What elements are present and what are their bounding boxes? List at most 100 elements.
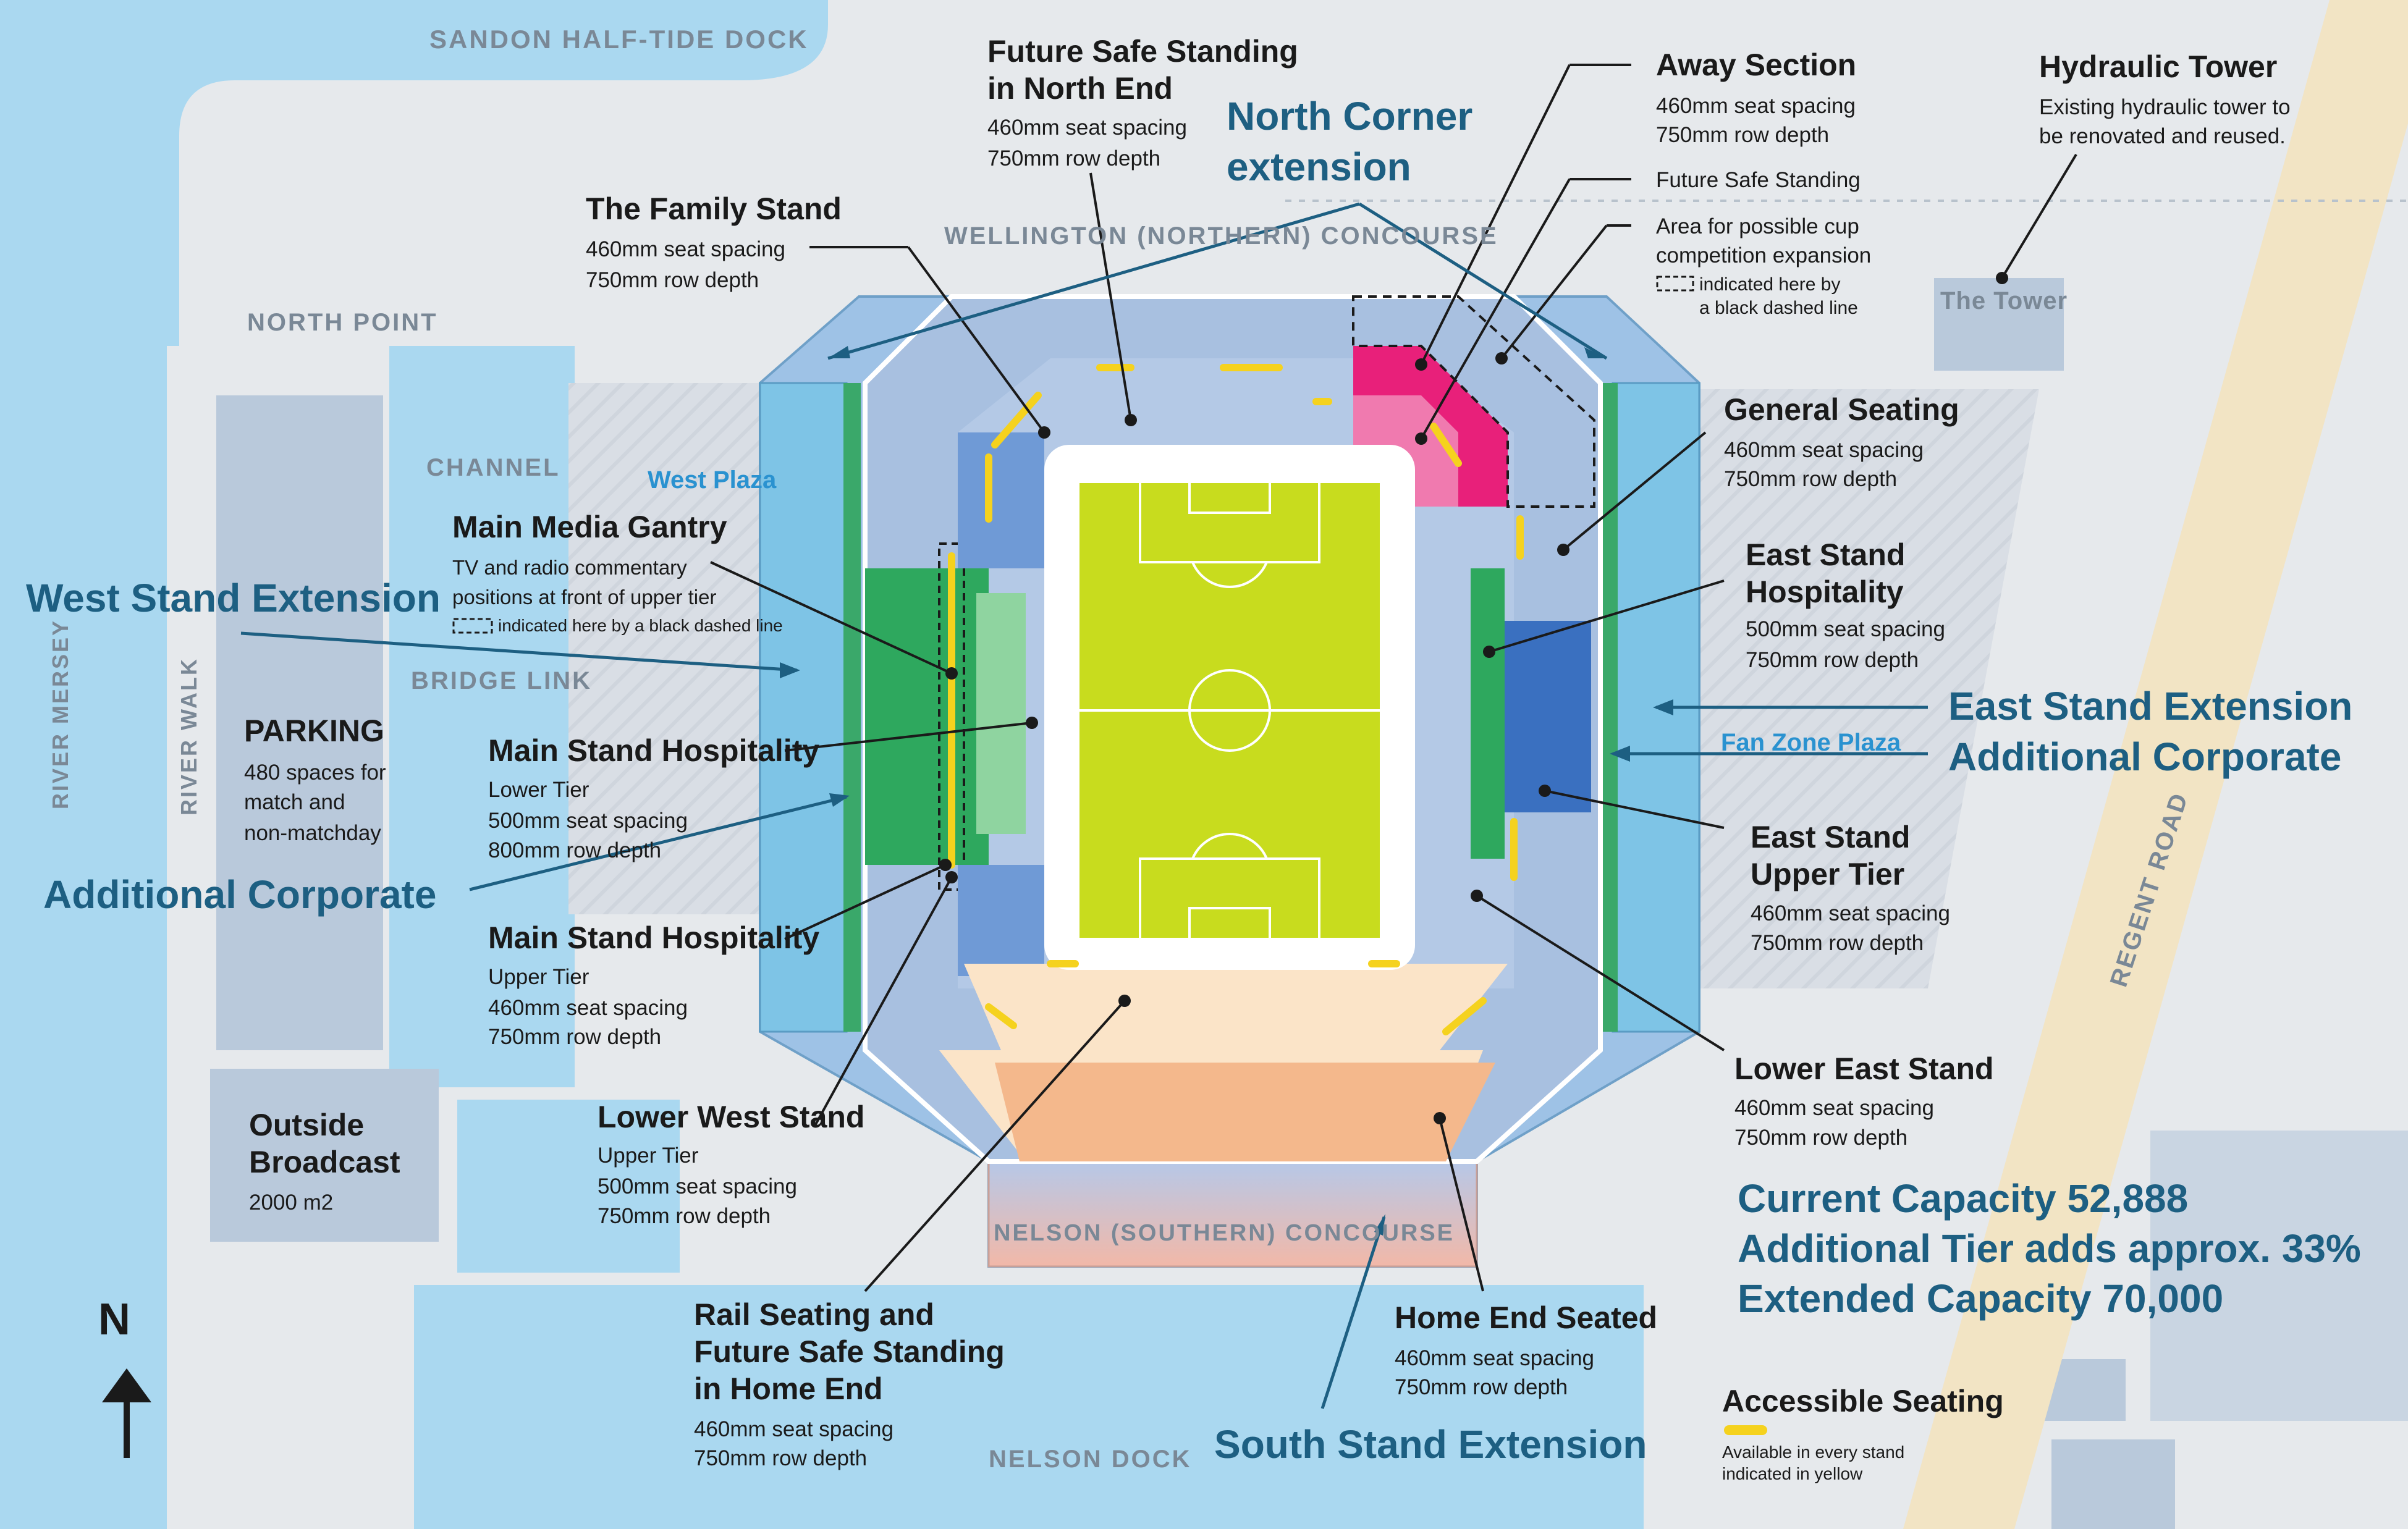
overlay-additional-corporate-west: Additional Corporate [43,872,436,917]
svg-text:750mm row depth: 750mm row depth [1724,467,1897,491]
svg-text:2000 m2: 2000 m2 [249,1190,333,1215]
overlay-south-extension: South Stand Extension [1214,1422,1647,1467]
callout-east-upper: East Stand Upper Tier 460mm seat spacing… [1751,820,1950,955]
north-arrow: N [98,1295,151,1458]
label-wellington: WELLINGTON (NORTHERN) CONCOURSE [944,222,1498,250]
svg-text:The Family Stand: The Family Stand [586,192,842,226]
svg-text:indicated in yellow: indicated in yellow [1722,1464,1863,1483]
river-mersey-water [0,0,167,1529]
overlay-additional-corporate-east: Additional Corporate [1948,735,2341,779]
label-river-mersey: RIVER MERSEY [48,619,73,809]
media-gantry-dashed [938,542,965,891]
svg-text:Upper Tier: Upper Tier [1751,857,1904,891]
svg-text:Hydraulic Tower: Hydraulic Tower [2039,49,2277,84]
svg-text:750mm row depth: 750mm row depth [1656,123,1829,147]
nw-block [958,432,1044,568]
west-corporate-strip [843,383,861,1032]
east-corporate-strip [1600,383,1618,1032]
svg-text:Lower West Stand: Lower West Stand [598,1100,864,1134]
label-north-point: NORTH POINT [247,309,438,336]
svg-text:Future Safe Standing: Future Safe Standing [987,34,1298,69]
svg-text:Rail Seating and: Rail Seating and [694,1297,934,1332]
svg-text:750mm row depth: 750mm row depth [1751,931,1924,955]
callout-parking: PARKING 480 spaces for match and non-mat… [244,714,386,845]
parking-block [216,395,383,1050]
callout-outside-broadcast: Outside Broadcast 2000 m2 [249,1108,400,1215]
svg-text:750mm row depth: 750mm row depth [488,1025,661,1049]
svg-text:480 spaces for: 480 spaces for [244,760,386,785]
svg-text:Broadcast: Broadcast [249,1145,400,1179]
svg-text:Hospitality: Hospitality [1746,575,1904,609]
svg-text:East Stand: East Stand [1746,537,1905,572]
svg-text:Available in every stand: Available in every stand [1722,1443,1904,1462]
overlay-labels: North Corner extension West Stand Extens… [26,94,2361,1467]
label-nelson-concourse: NELSON (SOUTHERN) CONCOURSE [994,1220,1455,1246]
svg-text:Main Stand Hospitality: Main Stand Hospitality [488,920,819,955]
svg-text:Lower Tier: Lower Tier [488,778,589,802]
svg-text:750mm row depth: 750mm row depth [586,268,759,292]
svg-text:in Home End: in Home End [694,1371,883,1406]
label-west-plaza: West Plaza [648,466,777,494]
svg-text:460mm seat spacing: 460mm seat spacing [694,1417,893,1441]
callout-home-end: Home End Seated 460mm seat spacing 750mm… [1395,1300,1657,1399]
media-gantry-area [976,593,1026,834]
callout-leader-lines [710,64,2077,1292]
east-stand-hospitality [1471,568,1505,859]
svg-text:East Stand: East Stand [1751,820,1910,854]
overlay-north-corner-1: North Corner [1227,94,1472,138]
water-areas [0,0,1644,1529]
callout-east-hospitality: East Stand Hospitality 500mm seat spacin… [1746,537,1945,672]
callout-hydraulic-tower: Hydraulic Tower Existing hydraulic tower… [2039,49,2291,148]
land-blocks [210,278,2408,1529]
svg-text:750mm row depth: 750mm row depth [1395,1375,1568,1399]
label-channel: CHANNEL [426,454,560,481]
svg-text:460mm seat spacing: 460mm seat spacing [1751,901,1950,925]
svg-text:750mm row depth: 750mm row depth [1734,1126,1907,1150]
svg-text:460mm seat spacing: 460mm seat spacing [1656,94,1856,118]
overlay-north-corner-2: extension [1227,145,1411,189]
svg-text:750mm row depth: 750mm row depth [987,146,1160,171]
callout-main-hosp-upper: Main Stand Hospitality Upper Tier 460mm … [488,920,819,1049]
home-end-seated [995,1063,1495,1161]
building-block-3 [2150,1131,2408,1421]
regent-road [1903,0,2408,1529]
label-river-walk: RIVER WALK [176,657,201,815]
callout-dots [939,272,2008,1124]
callout-rail-seating: Rail Seating and Future Safe Standing in… [694,1297,1005,1470]
svg-text:Future Safe Standing: Future Safe Standing [694,1334,1005,1369]
label-nelson-dock: NELSON DOCK [989,1446,1192,1473]
svg-text:460mm seat spacing: 460mm seat spacing [1734,1096,1934,1120]
svg-text:460mm seat spacing: 460mm seat spacing [586,237,785,261]
svg-text:Main Stand Hospitality: Main Stand Hospitality [488,733,819,768]
callout-media-gantry: Main Media Gantry TV and radio commentar… [452,510,783,635]
overlay-capacity-current: Current Capacity 52,888 [1738,1176,2188,1221]
svg-text:match and: match and [244,790,345,814]
label-bridge-link: BRIDGE LINK [411,667,592,694]
svg-text:a black dashed line: a black dashed line [1699,298,1858,318]
south-extension [987,1160,1478,1268]
svg-text:indicated here by: indicated here by [1699,274,1841,295]
svg-text:TV and radio commentary: TV and radio commentary [452,556,687,579]
svg-text:750mm row depth: 750mm row depth [1746,648,1919,672]
svg-text:competition expansion: competition expansion [1656,243,1871,267]
svg-text:Away Section: Away Section [1656,48,1856,82]
broadcast-block [210,1069,439,1242]
east-hatched-area [1619,389,2039,988]
svg-text:750mm row depth: 750mm row depth [598,1204,771,1228]
svg-text:Home End Seated: Home End Seated [1395,1300,1657,1335]
overlay-west-extension: West Stand Extension [26,576,441,620]
east-stand-upper-tier [1505,621,1591,812]
svg-text:460mm seat spacing: 460mm seat spacing [987,116,1187,140]
overlay-arrowheads [780,346,1673,1236]
west-extension [759,382,848,1033]
svg-text:positions at front of upper ti: positions at front of upper tier [452,586,716,609]
svg-text:Accessible Seating: Accessible Seating [1722,1384,2004,1418]
callout-lower-west: Lower West Stand Upper Tier 500mm seat s… [598,1100,864,1228]
callout-away-section: Away Section 460mm seat spacing 750mm ro… [1656,48,1871,318]
svg-text:Lower East Stand: Lower East Stand [1734,1051,1994,1086]
pitch-markings [1078,481,1381,940]
tower-block [1934,278,2064,371]
svg-text:500mm seat spacing: 500mm seat spacing [598,1174,797,1198]
label-the-tower: The Tower [1940,287,2068,314]
svg-text:Area for possible cup: Area for possible cup [1656,214,1859,238]
